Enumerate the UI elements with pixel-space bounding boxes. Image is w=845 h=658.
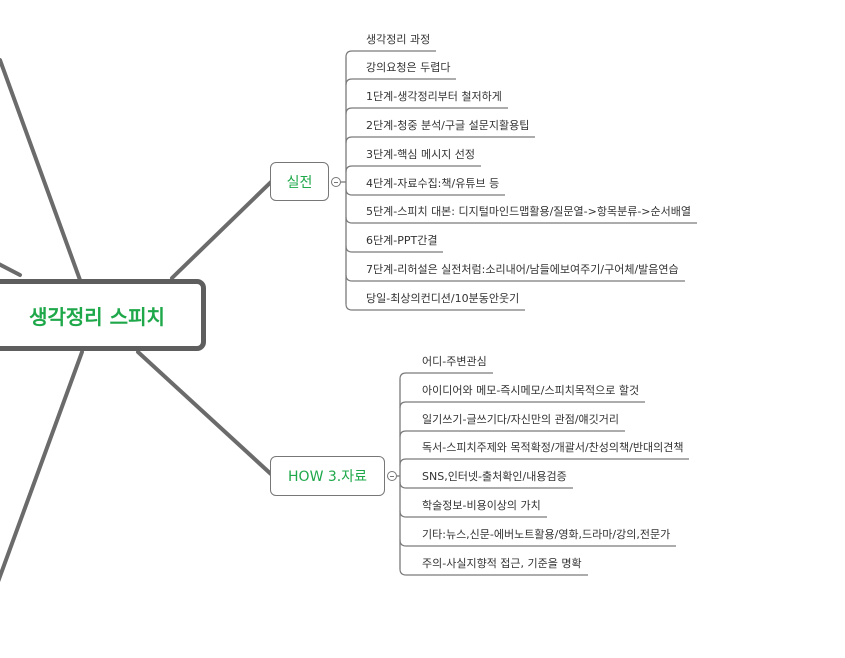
topic-node-silzeon[interactable]: 실전	[270, 162, 329, 201]
collapse-toggle-icon[interactable]	[387, 471, 397, 481]
root-label: 생각정리 스피치	[29, 304, 165, 329]
topic-1-branch-lines	[341, 50, 697, 311]
list-item[interactable]: 2단계-청중 분석/구글 설문지활용팁	[366, 119, 530, 132]
leaf-underline	[345, 303, 525, 311]
list-item[interactable]: 기타:뉴스,신문-에버노트활용/영화,드라마/강의,전문가	[422, 528, 671, 541]
topic-2-branch-lines	[397, 372, 689, 576]
connector-left-mid	[0, 262, 22, 277]
leaf-underline	[399, 401, 645, 409]
list-item[interactable]: 일기쓰기-글쓰기다/자신만의 관점/얘깃거리	[422, 413, 620, 426]
list-item[interactable]: 7단계-리허설은 실전처럼:소리내어/남들에보여주기/구어체/발음연습	[366, 263, 679, 276]
leaf-underline	[345, 50, 436, 58]
list-item[interactable]: 학술정보-비용이상의 가치	[422, 499, 541, 512]
list-item[interactable]: 3단계-핵심 메시지 선정	[366, 148, 476, 161]
leaf-underline	[345, 107, 508, 115]
list-item[interactable]: 아이디어와 메모-즉시메모/스피치목적으로 할것	[422, 384, 640, 397]
list-item[interactable]: 4단계-자료수집:책/유튜브 등	[366, 177, 500, 190]
connector-to-topic-1	[170, 179, 274, 280]
leaf-underline	[345, 78, 456, 86]
leaf-underline	[399, 458, 689, 466]
list-item[interactable]: 1단계-생각정리부터 철저하게	[366, 90, 502, 103]
connector-to-topic-2	[136, 350, 274, 477]
list-item[interactable]: 강의요청은 두렵다	[366, 61, 451, 74]
list-item[interactable]: SNS,인터넷-출처확인/내용검증	[422, 470, 567, 483]
collapse-toggle-icon[interactable]	[331, 177, 341, 187]
topic-label: HOW 3.자료	[288, 469, 367, 485]
connector-upper-left	[0, 58, 82, 282]
leaf-underline	[345, 165, 481, 173]
topic-label: 실전	[286, 174, 313, 191]
topic-node-how3[interactable]: HOW 3.자료	[270, 456, 385, 496]
leaf-underline	[345, 136, 535, 144]
leaf-underline	[399, 372, 493, 380]
leaf-underline	[399, 568, 588, 576]
list-item[interactable]: 5단계-스피치 대본: 디지털마인드맵활용/질문열->항목분류->순서배열	[366, 205, 691, 218]
root-node[interactable]: 생각정리 스피치	[0, 279, 206, 351]
list-item[interactable]: 독서-스피치주제와 목적확정/개괄서/찬성의책/반대의견책	[422, 441, 684, 454]
list-item[interactable]: 생각정리 과정	[366, 33, 431, 46]
list-item[interactable]: 주의-사실지향적 접근, 기준을 명확	[422, 557, 582, 570]
list-item[interactable]: 당일-최상의컨디션/10분동안웃기	[366, 292, 520, 305]
leaf-underline	[399, 430, 625, 438]
list-item[interactable]: 어디-주변관심	[422, 355, 487, 368]
list-item[interactable]: 6단계-PPT간결	[366, 234, 438, 247]
connector-lower-left	[0, 350, 84, 583]
